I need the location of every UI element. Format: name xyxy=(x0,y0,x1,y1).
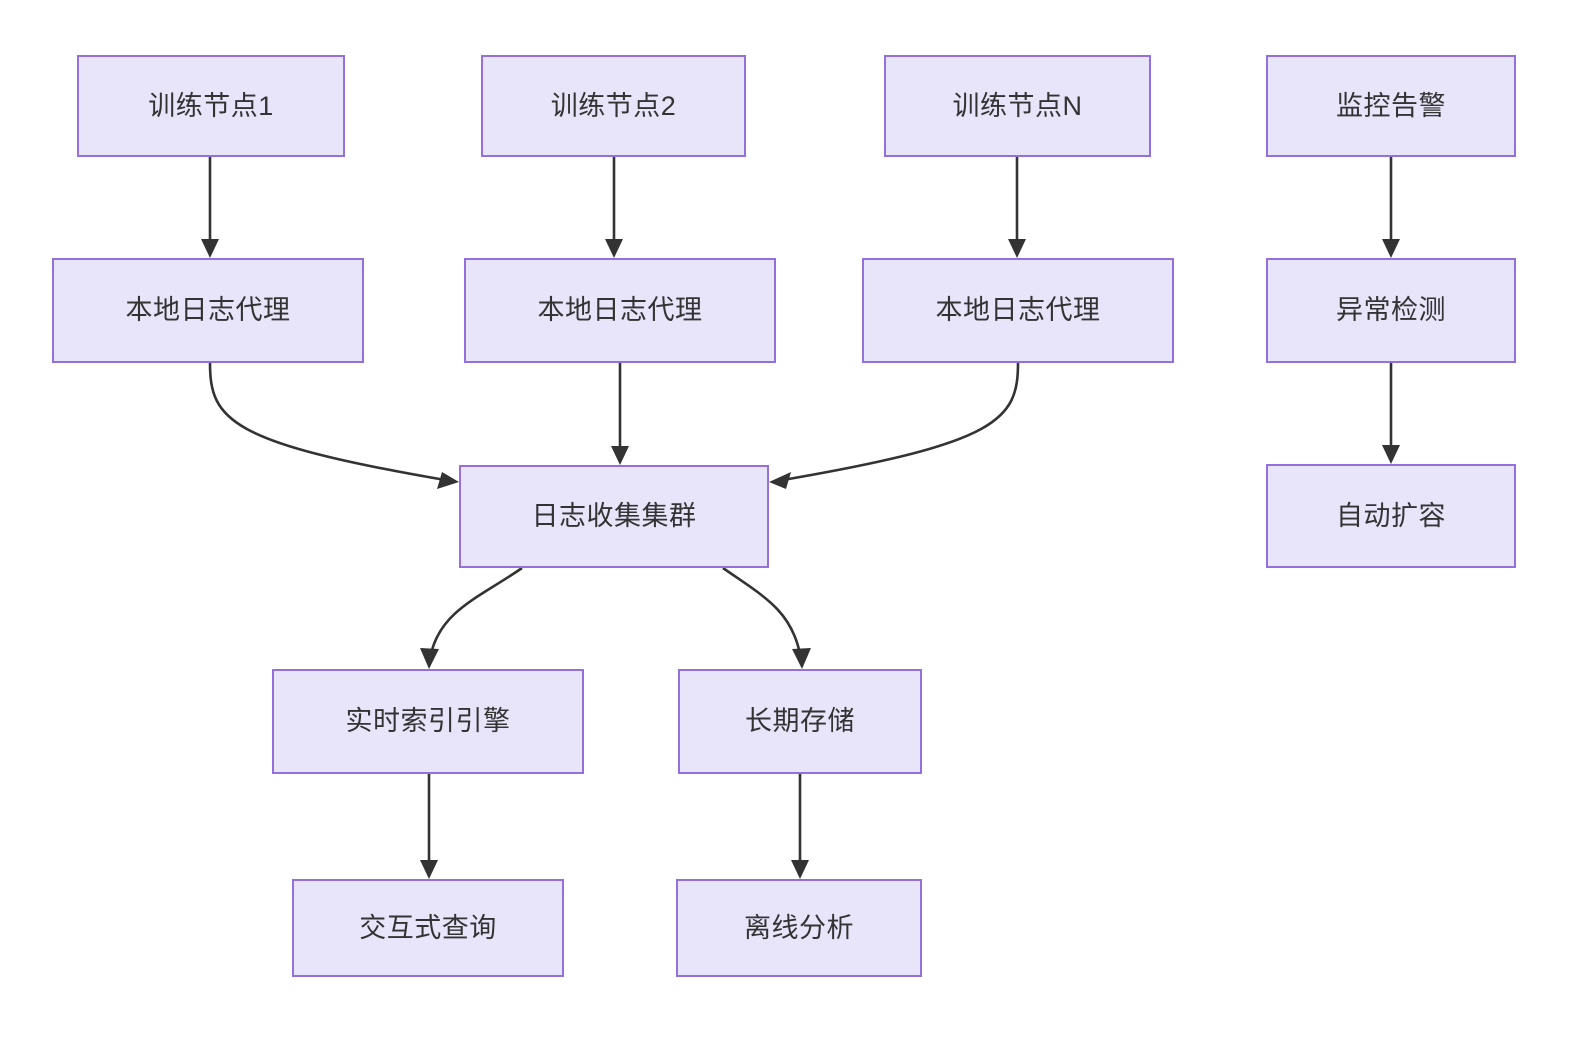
node-train-n[interactable]: 训练节点N xyxy=(884,55,1151,157)
node-anomaly-detection-label: 异常检测 xyxy=(1336,295,1446,326)
edge-train2-to-agent2 xyxy=(605,157,623,258)
node-log-collection-cluster-label: 日志收集集群 xyxy=(531,501,697,532)
edge-cluster-to-index xyxy=(420,566,523,669)
node-train1-label: 训练节点1 xyxy=(148,90,274,121)
edge-train1-to-agent1 xyxy=(201,157,219,258)
node-auto-scaling[interactable]: 自动扩容 xyxy=(1266,464,1516,568)
node-train1[interactable]: 训练节点1 xyxy=(77,55,345,157)
node-log-collection-cluster[interactable]: 日志收集集群 xyxy=(459,465,769,568)
node-offline-analysis-label: 离线分析 xyxy=(744,912,854,943)
node-local-log-agent-n-label: 本地日志代理 xyxy=(935,295,1101,326)
node-local-log-agent-n[interactable]: 本地日志代理 xyxy=(862,258,1174,363)
node-anomaly-detection[interactable]: 异常检测 xyxy=(1266,258,1516,363)
edge-agent1-to-cluster xyxy=(208,362,459,489)
node-monitor-alert[interactable]: 监控告警 xyxy=(1266,55,1516,157)
node-local-log-agent-2[interactable]: 本地日志代理 xyxy=(464,258,776,363)
node-realtime-index-engine-label: 实时索引引擎 xyxy=(345,706,511,737)
node-local-log-agent-1-label: 本地日志代理 xyxy=(125,295,291,326)
node-offline-analysis[interactable]: 离线分析 xyxy=(676,879,922,977)
node-train2[interactable]: 训练节点2 xyxy=(481,55,746,157)
edge-index-to-query xyxy=(420,774,438,879)
node-monitor-alert-label: 监控告警 xyxy=(1336,90,1446,121)
edge-monitor-to-anomaly xyxy=(1382,157,1400,258)
edge-agent2-to-cluster xyxy=(611,363,629,465)
edge-anomaly-to-autoscale xyxy=(1382,363,1400,464)
node-auto-scaling-label: 自动扩容 xyxy=(1336,500,1446,531)
node-long-term-storage-label: 长期存储 xyxy=(745,706,855,737)
node-realtime-index-engine[interactable]: 实时索引引擎 xyxy=(272,669,584,774)
node-train2-label: 训练节点2 xyxy=(550,90,677,121)
edge-trainN-to-agentN xyxy=(1008,157,1026,258)
edge-agentN-to-cluster xyxy=(769,362,1020,489)
edge-storage-to-offline xyxy=(791,774,809,879)
edge-cluster-to-storage xyxy=(722,566,811,669)
node-interactive-query[interactable]: 交互式查询 xyxy=(292,879,564,977)
node-interactive-query-label: 交互式查询 xyxy=(359,912,497,943)
node-long-term-storage[interactable]: 长期存储 xyxy=(678,669,922,774)
node-local-log-agent-1[interactable]: 本地日志代理 xyxy=(52,258,364,363)
node-train-n-label: 训练节点N xyxy=(952,90,1083,121)
node-local-log-agent-2-label: 本地日志代理 xyxy=(537,295,703,326)
